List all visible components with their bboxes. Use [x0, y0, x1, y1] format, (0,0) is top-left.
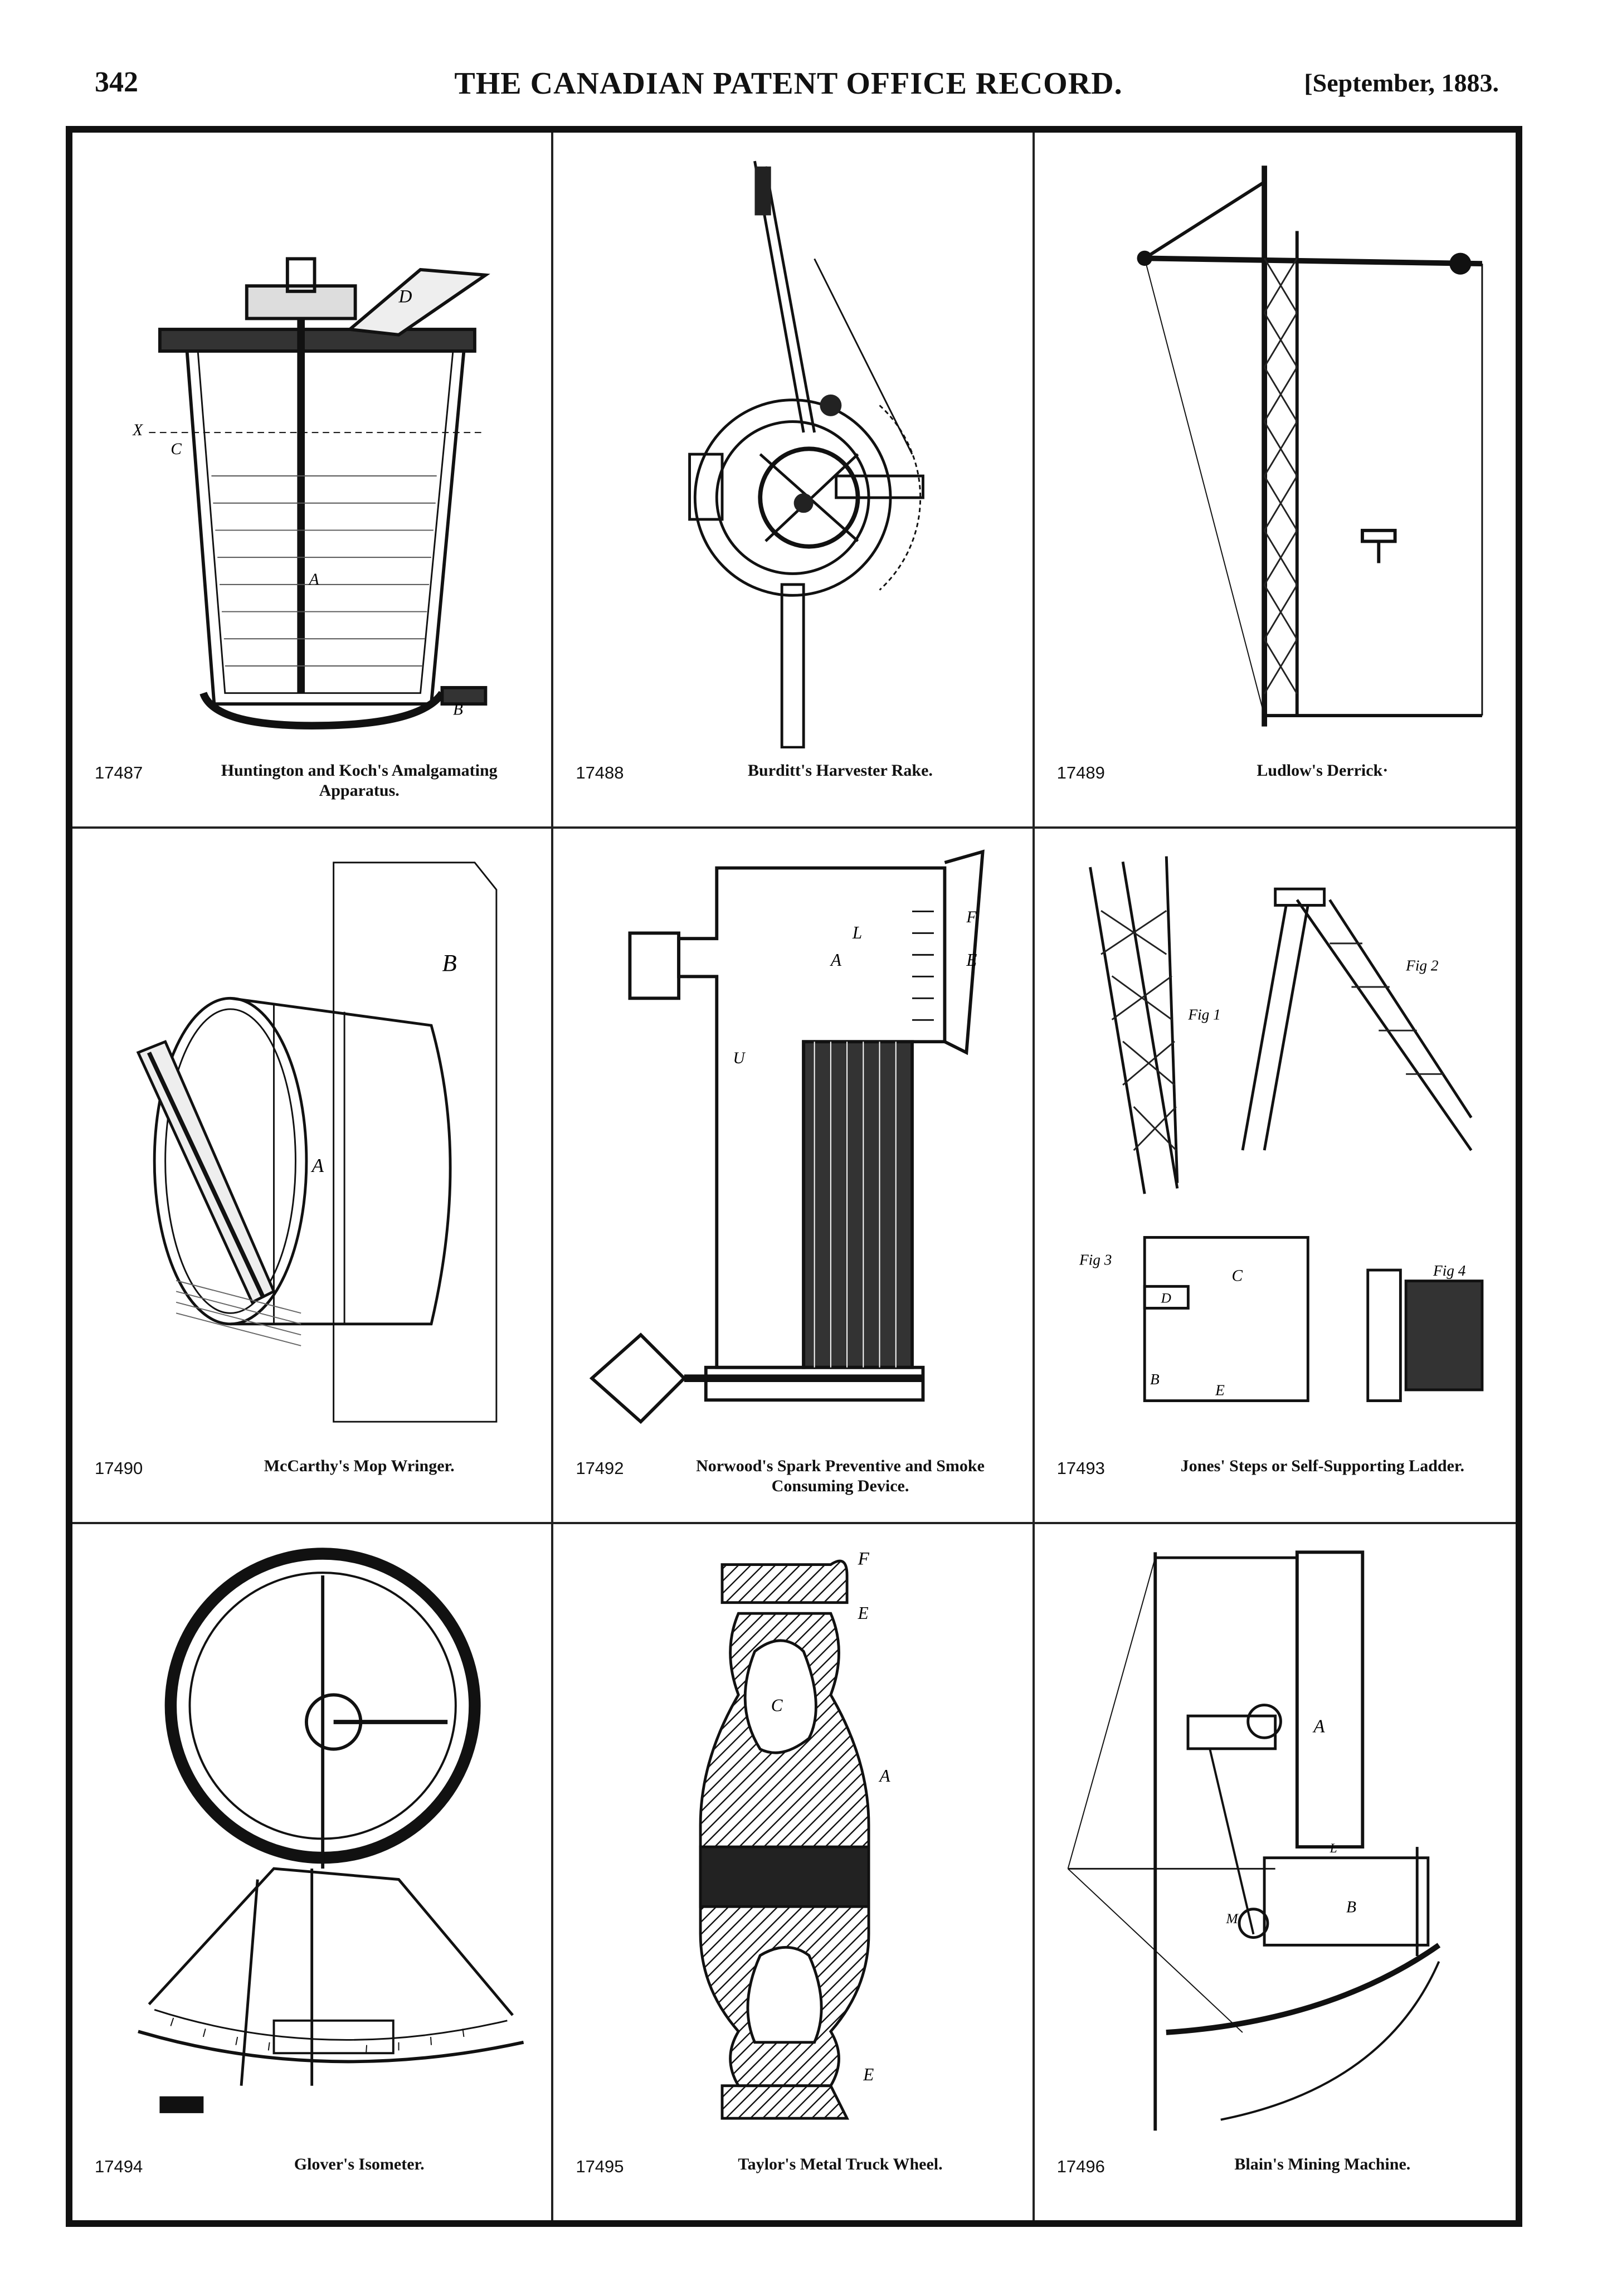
invention-title: Taylor's Metal Truck Wheel. [738, 2154, 943, 2173]
svg-text:C: C [171, 440, 182, 458]
plate-17490: B A 17490 McCarthy's Mop Wringer. [72, 828, 554, 1525]
derrick-illustration [1137, 166, 1483, 727]
plate-caption: 17492 Norwood's Spark Preventive and Smo… [576, 1452, 1015, 1507]
spark-preventive-illustration: A L E F U [590, 849, 985, 1424]
patent-number: 17494 [95, 2156, 143, 2176]
svg-text:X: X [132, 421, 143, 439]
patent-number: 17489 [1056, 762, 1105, 782]
ladder-fig-4-label: Fig 4 [1433, 1262, 1466, 1278]
svg-text:F: F [966, 908, 977, 926]
plate-17488: 17488 Burditt's Harvester Rake. [553, 133, 1035, 829]
patent-number: 17488 [576, 762, 624, 782]
ladder-fig-3-label: Fig 3 [1079, 1251, 1112, 1268]
truck-wheel-label-c: C [771, 1696, 783, 1715]
mining-machine-drawing: A B M L [1057, 1541, 1493, 2142]
isometer-drawing [95, 1541, 529, 2142]
svg-text:L: L [1329, 1841, 1337, 1856]
plate-caption: 17496 Blain's Mining Machine. [1057, 2150, 1499, 2206]
patent-number: 17495 [576, 2156, 624, 2176]
plate-17489: 17489 Ludlow's Derrick· [1034, 133, 1516, 829]
svg-text:E: E [1215, 1382, 1225, 1398]
ladder-fig-2-label: Fig 2 [1405, 957, 1439, 974]
svg-text:B: B [1346, 1899, 1356, 1916]
invention-title: McCarthy's Mop Wringer. [264, 1457, 455, 1476]
svg-text:A: A [830, 950, 842, 970]
svg-text:A: A [311, 1155, 324, 1176]
invention-title: Glover's Isometer. [294, 2154, 425, 2173]
page-number: 342 [95, 66, 138, 98]
svg-text:B: B [453, 701, 463, 719]
amalgamating-apparatus-illustration: D A B X C [132, 257, 490, 729]
svg-text:D: D [1160, 1290, 1171, 1306]
svg-text:M: M [1225, 1911, 1239, 1927]
amalgamating-apparatus-drawing: D A B X C [95, 149, 529, 748]
plate-17496: A B M L 17496 Blain's Mining Machine. [1035, 1524, 1516, 2220]
harvester-rake-drawing [576, 149, 1010, 749]
patent-number: 17492 [576, 1458, 624, 1478]
svg-text:A: A [1312, 1716, 1325, 1737]
harvester-rake-illustration [688, 160, 925, 749]
svg-text:U: U [733, 1049, 746, 1067]
svg-text:D: D [398, 286, 412, 307]
plate-caption: 17495 Taylor's Metal Truck Wheel. [576, 2150, 1015, 2206]
invention-title: Ludlow's Derrick· [1257, 761, 1389, 780]
patent-number: 17496 [1056, 2156, 1105, 2176]
ladder-drawing: Fig 1 Fig 2 Fig 3 Fig 4 C D B E [1057, 845, 1493, 1444]
plate-17492: A L E F U 17492 Norwood's Spark Preventi… [553, 828, 1035, 1525]
plate-caption: 17490 McCarthy's Mop Wringer. [95, 1452, 534, 1507]
ladder-fig-1-label: Fig 1 [1187, 1006, 1220, 1023]
plate-17494: 17494 Glover's Isometer. [72, 1524, 554, 2220]
plate-caption: 17487 Huntington and Koch's Amalgamating… [95, 756, 534, 812]
ladder-illustration: Fig 1 Fig 2 Fig 3 Fig 4 C D B E [1079, 856, 1484, 1402]
patent-number: 17487 [95, 762, 143, 782]
mop-wringer-illustration: B A [136, 861, 498, 1423]
invention-title: Huntington and Koch's Amalgamating Appar… [221, 761, 498, 800]
svg-text:L: L [852, 923, 862, 942]
plates-frame: D A B X C 17487 Huntington and Koch's Am… [66, 126, 1522, 2227]
derrick-drawing [1057, 149, 1493, 748]
invention-title: Jones' Steps or Self-Supporting Ladder. [1180, 1457, 1464, 1476]
plate-caption: 17493 Jones' Steps or Self-Supporting La… [1057, 1452, 1499, 1507]
plate-17493: Fig 1 Fig 2 Fig 3 Fig 4 C D B E 17493 Jo… [1034, 829, 1516, 1525]
truck-wheel-label-a: A [879, 1766, 891, 1786]
truck-wheel-illustration: F E C A E [699, 1549, 891, 2120]
truck-wheel-drawing: F E C A E [576, 1541, 1010, 2142]
truck-wheel-label-e-bottom: E [863, 2065, 874, 2084]
invention-title: Blain's Mining Machine. [1234, 2154, 1411, 2173]
plate-caption: 17494 Glover's Isometer. [95, 2150, 534, 2206]
spark-preventive-drawing: A L E F U [576, 845, 1010, 1444]
svg-text:E: E [966, 950, 977, 970]
patent-number: 17490 [95, 1458, 143, 1478]
patent-number: 17493 [1056, 1458, 1105, 1478]
invention-title: Burditt's Harvester Rake. [748, 761, 933, 780]
page-header: 342 THE CANADIAN PATENT OFFICE RECORD. [… [78, 66, 1499, 110]
journal-title: THE CANADIAN PATENT OFFICE RECORD. [454, 66, 1123, 101]
truck-wheel-label-f: F [858, 1549, 870, 1569]
plate-caption: 17488 Burditt's Harvester Rake. [576, 756, 1015, 812]
issue-date: [September, 1883. [1304, 69, 1499, 97]
plate-caption: 17489 Ludlow's Derrick· [1057, 756, 1499, 812]
plate-17487: D A B X C 17487 Huntington and Koch's Am… [72, 133, 554, 829]
svg-text:B: B [442, 950, 456, 976]
invention-title: Norwood's Spark Preventive and Smoke Con… [696, 1457, 985, 1496]
mining-machine-illustration: A B M L [1067, 1550, 1440, 2131]
svg-text:C: C [1231, 1267, 1243, 1285]
plate-17495: F E C A E 17495 Taylor's Metal Truck Whe… [553, 1524, 1035, 2220]
svg-text:A: A [308, 571, 319, 588]
mop-wringer-drawing: B A [95, 845, 529, 1444]
truck-wheel-label-e-top: E [858, 1603, 869, 1623]
isometer-illustration [138, 1548, 524, 2114]
svg-text:B: B [1150, 1371, 1160, 1388]
